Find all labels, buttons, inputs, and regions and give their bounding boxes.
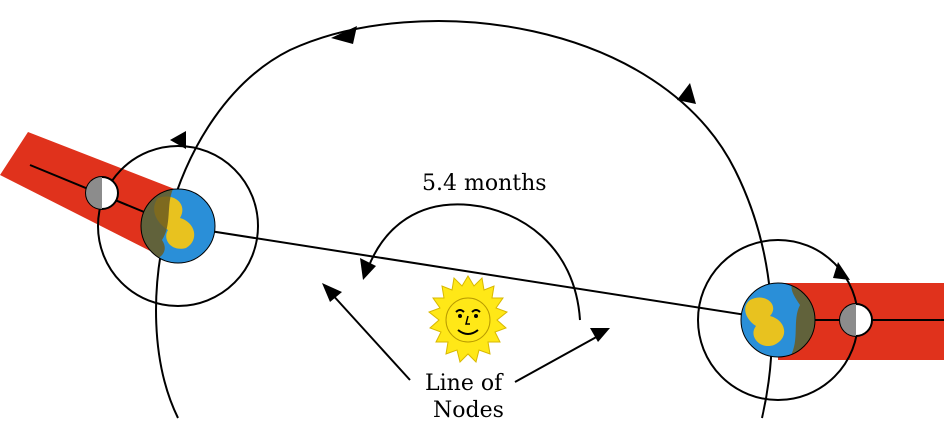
period-label: 5.4 months: [422, 171, 547, 196]
line-of-nodes-label-1: Line of: [425, 371, 504, 396]
moon-icon: [840, 304, 872, 336]
sun-icon: [429, 276, 507, 362]
line-of-nodes-label-2: Nodes: [433, 398, 504, 423]
period-arrow-head: [360, 258, 376, 280]
nodes-pointer-left: [330, 292, 410, 380]
moon-icon: [86, 177, 118, 209]
nodes-pointer-right: [515, 335, 600, 382]
nodes-pointer-left-head: [322, 283, 342, 302]
orbit-arrow-top: [331, 26, 357, 44]
